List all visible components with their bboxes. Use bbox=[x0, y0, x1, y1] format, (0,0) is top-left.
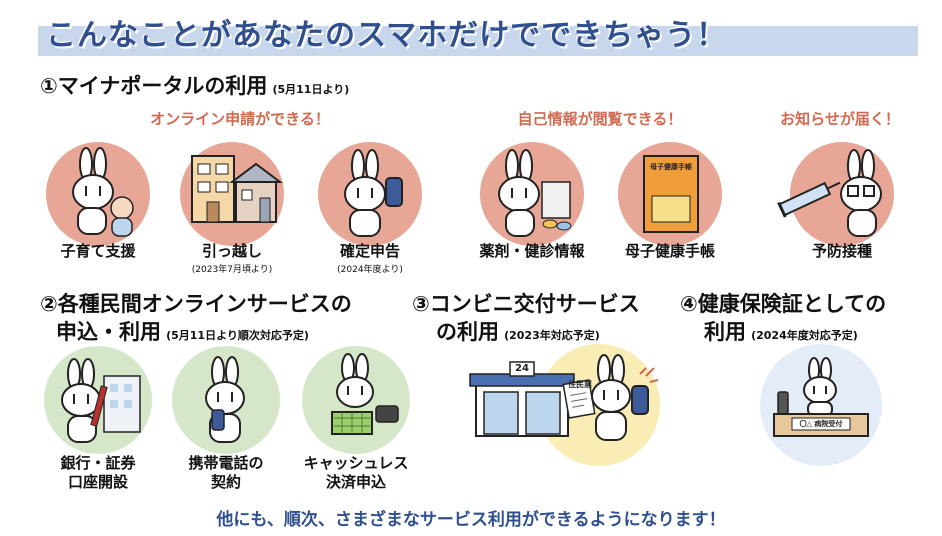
section1-title: ①マイナポータルの利用 bbox=[40, 74, 268, 98]
label-bank: 銀行・証券 口座開設 bbox=[36, 454, 160, 492]
label-maternal: 母子健康手帳 bbox=[624, 242, 715, 260]
houses-icon bbox=[191, 155, 283, 223]
rabbit-reception-icon bbox=[773, 357, 869, 437]
label-childcare: 子育て支援 bbox=[60, 242, 136, 260]
section3-title-line1: ③コンビニ交付サービス bbox=[412, 292, 640, 316]
section1-heading: ①マイナポータルの利用 (5月11日より) bbox=[40, 70, 349, 100]
section4-title-line2: 利用 bbox=[704, 320, 746, 344]
section2-heading-line2: 申込・利用 (5月11日より順次対応予定) bbox=[56, 316, 309, 346]
store-sign: 24 bbox=[515, 363, 529, 374]
section4-title-line1: ④健康保険証としての bbox=[680, 292, 887, 316]
reception-sign: 〇△ 病院受付 bbox=[799, 420, 843, 428]
section2-title-line2: 申込・利用 bbox=[56, 320, 161, 344]
label-vaccination: 予防接種 bbox=[811, 242, 872, 260]
rabbit-mobile-icon bbox=[205, 356, 245, 443]
convenience-store-icon bbox=[469, 354, 659, 441]
section3-title-line2: の利用 bbox=[436, 320, 499, 344]
category-online-application: オンライン申請ができる！ bbox=[150, 110, 330, 128]
label-moving-sub: (2023年7月頃より) bbox=[191, 265, 273, 275]
document-label: 住民票 bbox=[568, 380, 592, 389]
footer-message: 他にも、順次、さまざまなサービス利用ができるようになります！ bbox=[216, 510, 726, 530]
rabbit-with-medicine-icon bbox=[498, 149, 572, 237]
label-medicine: 薬剤・健診情報 bbox=[479, 242, 585, 260]
section4-note: (2024年度対応予定) bbox=[751, 329, 858, 342]
label-cashless-line2: 決済申込 bbox=[325, 473, 386, 491]
label-tax-return-sub: (2024年度より) bbox=[337, 265, 403, 275]
label-bank-line2: 口座開設 bbox=[67, 473, 128, 491]
rabbit-cashless-icon bbox=[331, 353, 399, 435]
section3-note: (2023年対応予定) bbox=[504, 329, 600, 342]
rabbit-bank-icon bbox=[61, 358, 141, 443]
category-notifications: お知らせが届く！ bbox=[780, 110, 900, 128]
label-cashless: キャッシュレス 決済申込 bbox=[288, 454, 424, 492]
page-headline: こんなことがあなたのスマホだけでできちゃう！ bbox=[46, 18, 728, 53]
rabbit-with-baby-icon bbox=[72, 147, 134, 237]
section1-note: (5月11日より) bbox=[272, 83, 350, 96]
label-mobile: 携帯電話の 契約 bbox=[164, 454, 288, 492]
rabbit-with-phone-icon bbox=[344, 149, 403, 237]
handbook-icon bbox=[643, 155, 699, 233]
label-moving: 引っ越し bbox=[201, 242, 262, 260]
section4-heading-line2: 利用 (2024年度対応予定) bbox=[704, 316, 858, 346]
label-cashless-line1: キャッシュレス bbox=[303, 454, 409, 472]
section2-note: (5月11日より順次対応予定) bbox=[166, 329, 309, 342]
syringe-rabbit-icon bbox=[777, 149, 882, 237]
label-bank-line1: 銀行・証券 bbox=[60, 454, 136, 472]
label-tax-return: 確定申告 bbox=[339, 242, 400, 260]
label-mobile-line2: 契約 bbox=[210, 473, 241, 491]
section2-title-line1: ②各種民間オンラインサービスの bbox=[40, 292, 352, 316]
handbook-cover-text: 母子健康手帳 bbox=[650, 163, 692, 171]
label-mobile-line1: 携帯電話の bbox=[188, 454, 264, 472]
section3-heading-line2: の利用 (2023年対応予定) bbox=[436, 316, 600, 346]
category-view-info: 自己情報が閲覧できる！ bbox=[517, 110, 683, 128]
headline-banner bbox=[38, 26, 918, 56]
